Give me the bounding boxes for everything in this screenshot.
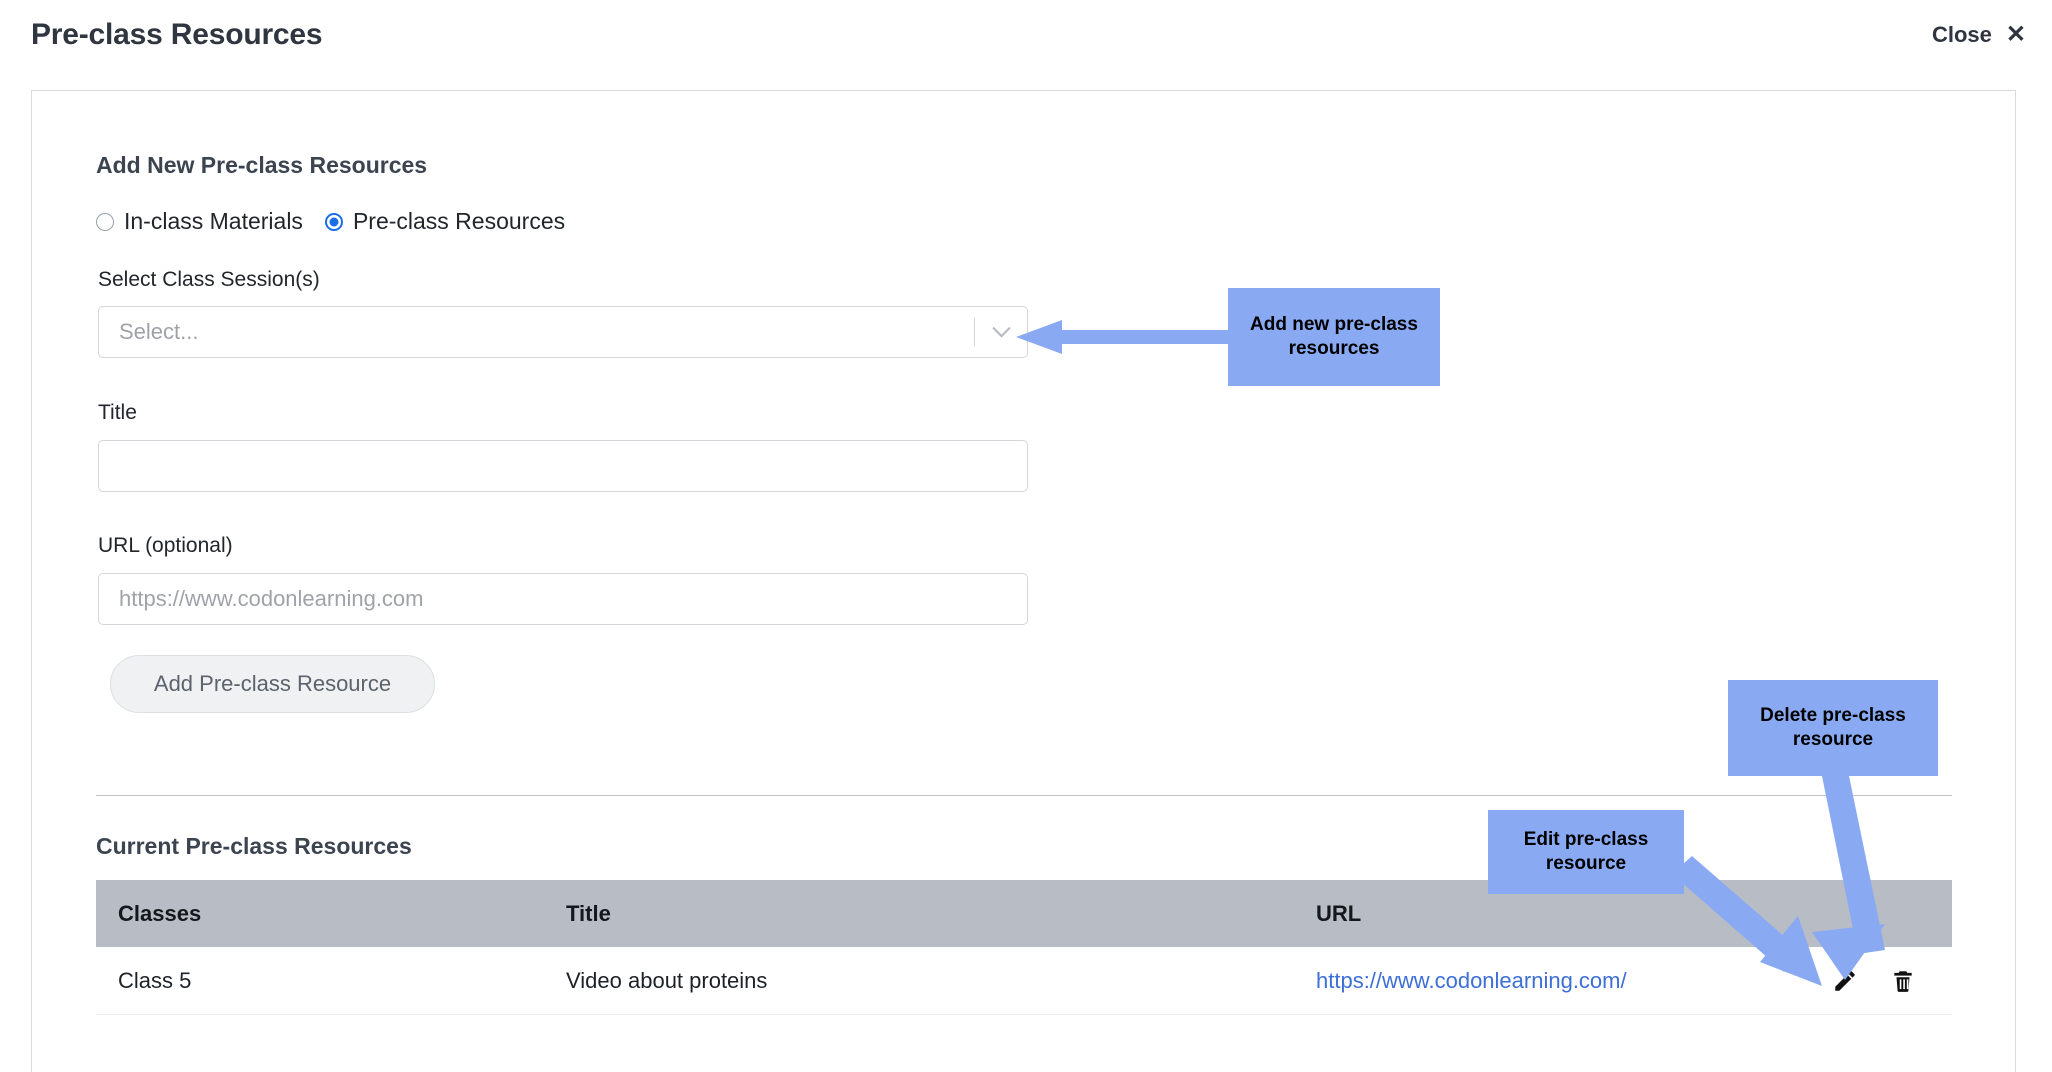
chevron-down-icon[interactable] <box>975 307 1027 357</box>
resource-url-link[interactable]: https://www.codonlearning.com/ <box>1316 967 1627 993</box>
url-field-label: URL (optional) <box>98 534 233 557</box>
session-select-indicators <box>974 307 1027 357</box>
pencil-icon[interactable] <box>1832 968 1858 994</box>
cell-title: Video about proteins <box>566 967 768 993</box>
radio-in-class-materials-label: In-class Materials <box>124 208 303 234</box>
column-header-title: Title <box>566 900 611 926</box>
url-input[interactable]: https://www.codonlearning.com <box>98 573 1028 625</box>
session-select-placeholder: Select... <box>119 319 199 344</box>
radio-pre-class-resources-circle[interactable] <box>324 212 343 231</box>
radio-pre-class-resources-label: Pre-class Resources <box>352 208 566 234</box>
cell-classes: Class 5 <box>118 967 192 993</box>
row-actions <box>1832 968 1952 994</box>
radio-in-class-materials[interactable]: In-class Materials <box>96 208 303 235</box>
modal-header: Pre-class Resources Close ✕ <box>0 0 2052 90</box>
session-select[interactable]: Select... <box>98 306 1028 358</box>
close-button[interactable]: Close ✕ <box>1932 22 2026 48</box>
annotation-add-new: Add new pre-class resources <box>1228 288 1440 386</box>
close-icon: ✕ <box>2005 21 2026 48</box>
add-section-heading: Add New Pre-class Resources <box>96 152 428 178</box>
close-button-label: Close <box>1931 22 1992 47</box>
radio-in-class-materials-circle[interactable] <box>96 212 114 231</box>
table-row: Class 5 Video about proteins https://www… <box>96 947 1952 1015</box>
column-header-classes: Classes <box>118 900 202 926</box>
annotation-delete: Delete pre-class resource <box>1728 680 1938 776</box>
annotation-edit: Edit pre-class resource <box>1488 810 1684 894</box>
cell-url: https://www.codonlearning.com/ <box>1316 968 1832 994</box>
url-input-placeholder: https://www.codonlearning.com <box>119 586 424 611</box>
resources-table: Classes Title URL Class 5 Video about pr… <box>96 880 1952 1015</box>
title-field-label: Title <box>98 401 137 424</box>
title-input[interactable] <box>98 440 1028 492</box>
resource-type-radio-group: In-class Materials Pre-class Resources <box>96 208 587 235</box>
page-title: Pre-class Resources <box>31 18 323 51</box>
session-field-label: Select Class Session(s) <box>98 268 320 291</box>
add-pre-class-resource-button[interactable]: Add Pre-class Resource <box>110 655 435 713</box>
current-section-heading: Current Pre-class Resources <box>96 833 412 859</box>
section-divider <box>96 795 1952 796</box>
column-header-url: URL <box>1316 900 1362 926</box>
select-separator <box>974 318 975 346</box>
trash-icon[interactable] <box>1890 968 1916 994</box>
radio-pre-class-resources[interactable]: Pre-class Resources <box>324 208 566 235</box>
